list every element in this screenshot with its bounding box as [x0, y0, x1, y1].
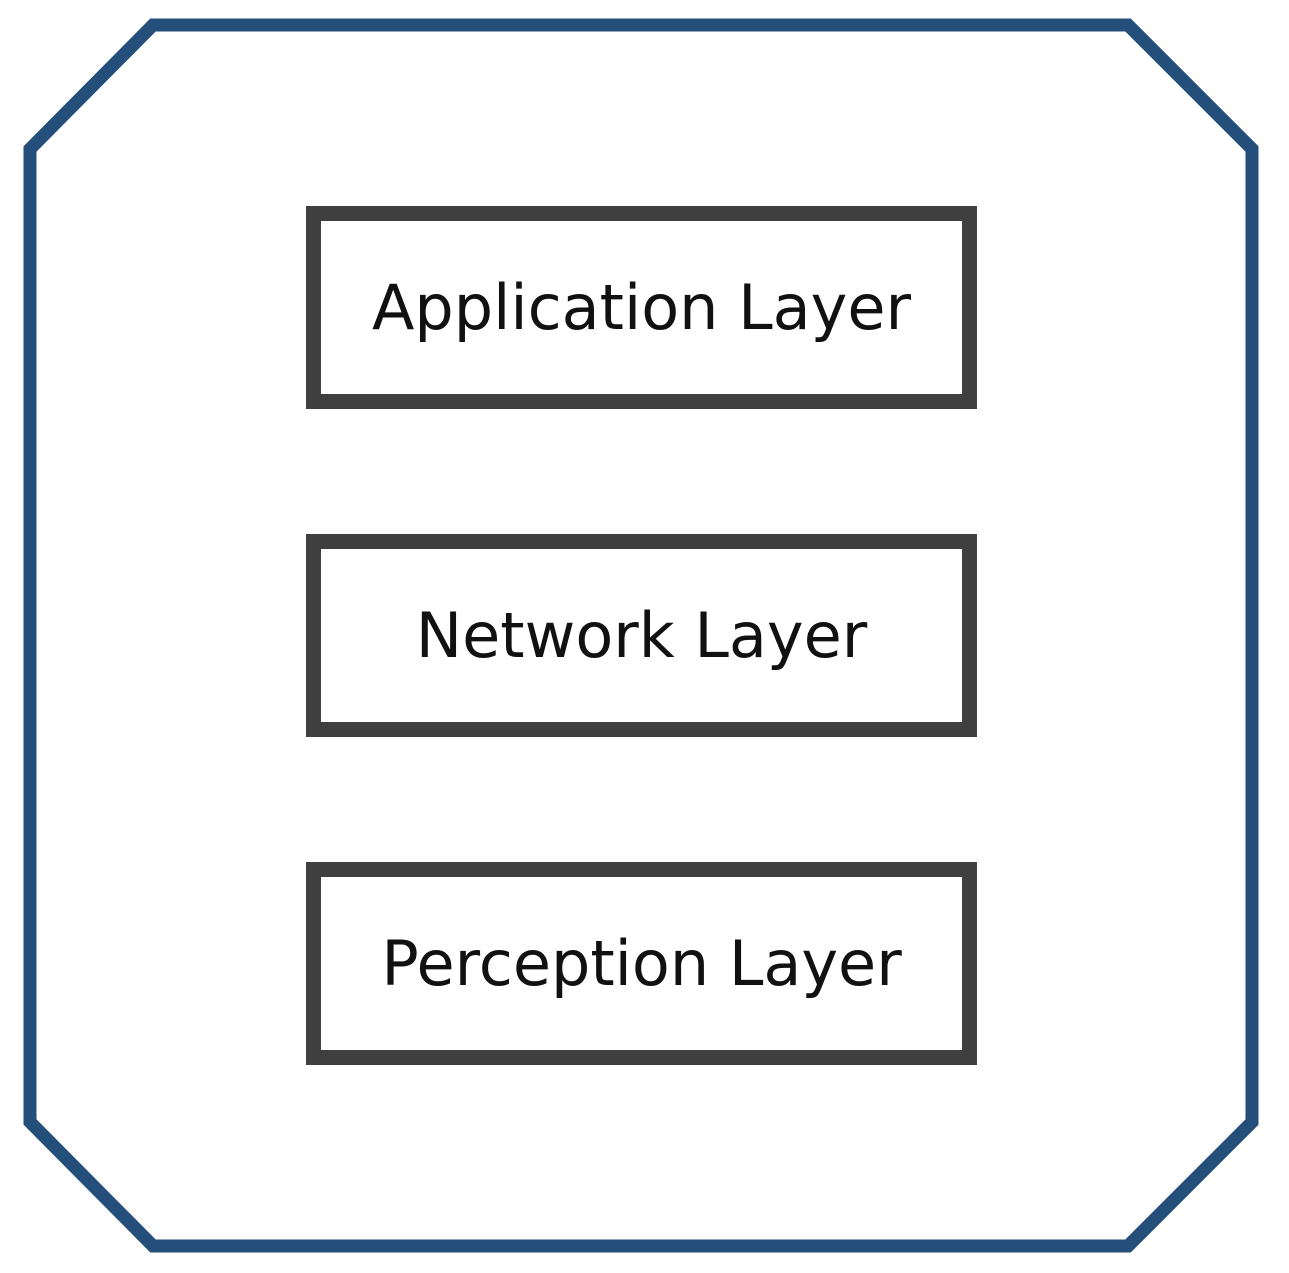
application-layer-box: Application Layer — [306, 206, 977, 409]
application-layer-label: Application Layer — [372, 271, 911, 344]
perception-layer-label: Perception Layer — [381, 927, 902, 1000]
network-layer-label: Network Layer — [415, 599, 868, 672]
network-layer-box: Network Layer — [306, 534, 977, 737]
octagon-border — [23, 18, 1259, 1253]
perception-layer-box: Perception Layer — [306, 862, 977, 1065]
